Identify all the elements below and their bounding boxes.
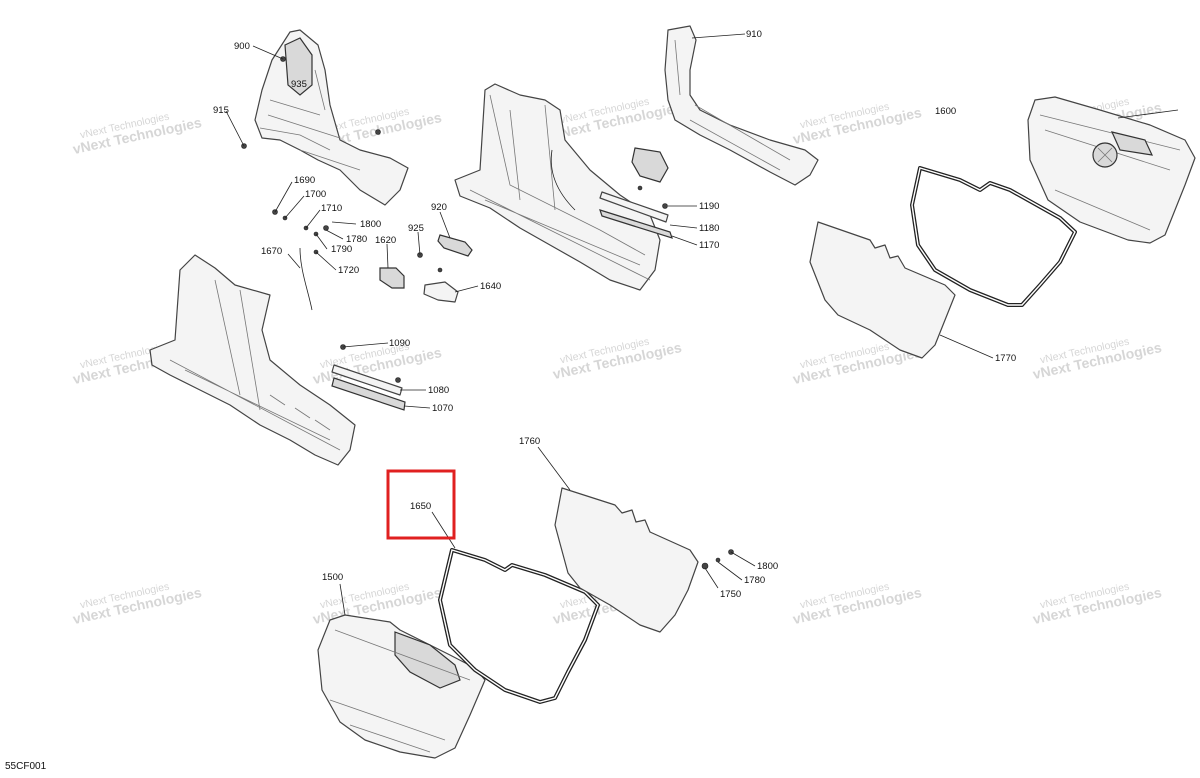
highlight-box-1650 xyxy=(386,469,456,540)
part-1620-latch[interactable] xyxy=(379,267,405,289)
callout-1800-upper[interactable]: 1800 xyxy=(360,219,381,230)
part-1070-strip[interactable] xyxy=(331,377,406,411)
part-1770-liner[interactable] xyxy=(809,221,956,359)
part-seal-upper[interactable] xyxy=(910,166,1077,307)
callout-1720[interactable]: 1720 xyxy=(338,265,359,276)
callout-920[interactable]: 920 xyxy=(431,202,447,213)
callout-925[interactable]: 925 xyxy=(408,223,424,234)
callout-1620[interactable]: 1620 xyxy=(375,235,396,246)
part-cable-center[interactable] xyxy=(550,149,576,211)
callout-1790[interactable]: 1790 xyxy=(331,244,352,255)
diagram-code: 55CF001 xyxy=(5,761,47,772)
callout-1760[interactable]: 1760 xyxy=(519,436,540,447)
part-920-bracket[interactable] xyxy=(437,234,473,257)
callout-1670[interactable]: 1670 xyxy=(261,246,282,257)
part-1500-door-panel[interactable] xyxy=(317,614,486,759)
callout-1650[interactable]: 1650 xyxy=(410,501,431,512)
callout-1180[interactable]: 1180 xyxy=(699,223,719,234)
part-1640-handle[interactable] xyxy=(423,281,459,303)
callout-1080[interactable]: 1080 xyxy=(428,385,449,396)
callout-900[interactable]: 900 xyxy=(234,41,250,52)
callout-1800-lower[interactable]: 1800 xyxy=(757,561,778,572)
callout-1090[interactable]: 1090 xyxy=(389,338,410,349)
floor-pan-left[interactable] xyxy=(149,254,356,466)
callout-1600[interactable]: 1600 xyxy=(935,106,956,117)
callout-935[interactable]: 935 xyxy=(291,79,307,90)
part-latch-assembly[interactable] xyxy=(631,147,669,183)
callout-labels: 900 935 915 910 1600 1690 1700 1710 1800… xyxy=(213,29,1016,600)
callout-1190[interactable]: 1190 xyxy=(699,201,719,212)
callout-1700[interactable]: 1700 xyxy=(305,189,326,200)
callout-1690[interactable]: 1690 xyxy=(294,175,315,186)
callout-1710[interactable]: 1710 xyxy=(321,203,342,214)
callout-1770[interactable]: 1770 xyxy=(995,353,1016,364)
part-1600-door-panel[interactable] xyxy=(1027,96,1196,244)
part-1670-cable[interactable] xyxy=(299,247,313,311)
callout-1750[interactable]: 1750 xyxy=(720,589,741,600)
callout-1780-lower[interactable]: 1780 xyxy=(744,575,765,586)
part-910-pillar[interactable] xyxy=(664,25,819,186)
part-1080-strip[interactable] xyxy=(331,364,403,396)
callout-1780-upper[interactable]: 1780 xyxy=(346,234,367,245)
callout-910[interactable]: 910 xyxy=(746,29,762,40)
callout-1070[interactable]: 1070 xyxy=(432,403,453,414)
callout-1500[interactable]: 1500 xyxy=(322,572,343,583)
part-1760-liner[interactable] xyxy=(554,487,699,633)
leader-lines xyxy=(225,33,1179,616)
part-900-pillar[interactable] xyxy=(254,29,409,206)
part-1170-strip[interactable] xyxy=(599,209,673,239)
callout-1170[interactable]: 1170 xyxy=(699,240,719,251)
callout-1640[interactable]: 1640 xyxy=(480,281,501,292)
part-1650-seal[interactable] xyxy=(438,548,600,704)
callout-915[interactable]: 915 xyxy=(213,105,229,116)
part-1180-strip[interactable] xyxy=(599,191,669,223)
